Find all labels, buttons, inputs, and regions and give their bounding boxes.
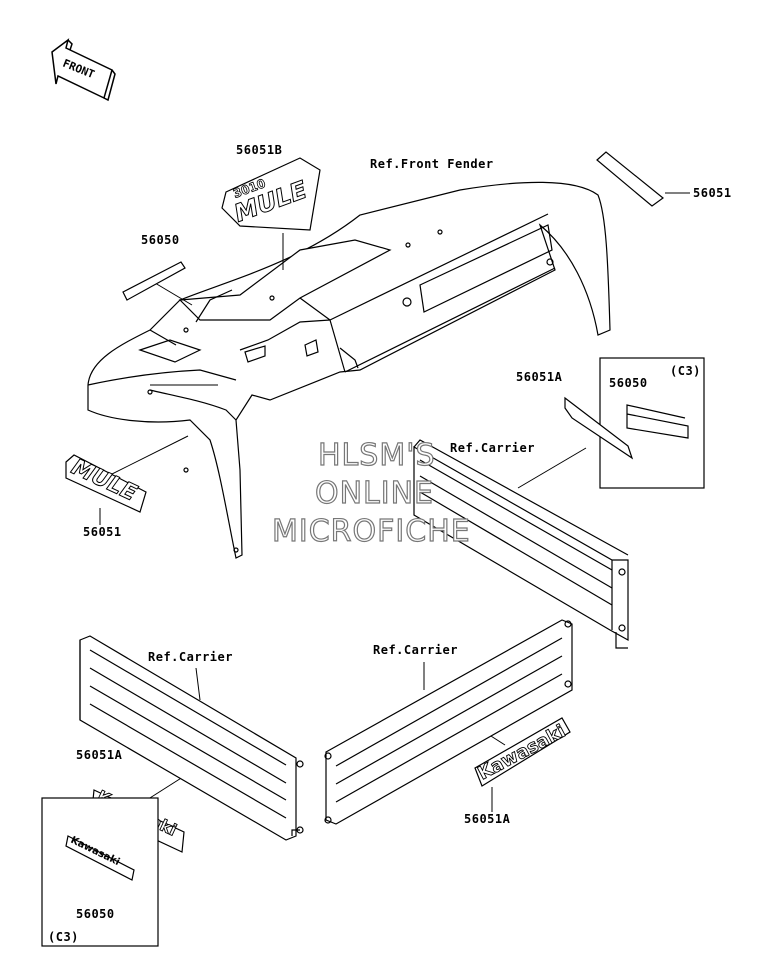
label-56051-top: 56051 <box>693 186 732 200</box>
label-56051b: 56051B <box>236 143 283 157</box>
label-56051a-bottom-right: 56051A <box>464 812 511 826</box>
carrier-left <box>79 635 304 841</box>
sticker-56051-top <box>596 151 664 207</box>
label-56051a-left: 56051A <box>76 748 123 762</box>
label-56051-left: 56051 <box>83 525 122 539</box>
carrier-middle <box>413 439 629 649</box>
watermark-line1: HLSM'S <box>317 437 436 473</box>
c3-box-left: Kawasaki <box>41 797 159 947</box>
front-fender <box>87 181 611 559</box>
c3-box-right <box>599 357 705 489</box>
label-c3-right: (C3) <box>670 364 701 378</box>
label-56050-c3-right: 56050 <box>609 376 648 390</box>
watermark-line2: ONLINE <box>314 475 435 511</box>
label-56051a-right: 56051A <box>516 370 563 384</box>
carrier-right <box>324 619 573 825</box>
watermark-line3: MICROFICHE <box>271 513 471 549</box>
label-c3-left: (C3) <box>48 930 79 944</box>
label-ref-carrier-mid: Ref.Carrier <box>450 441 535 455</box>
label-ref-carrier-right: Ref.Carrier <box>373 643 458 657</box>
mule-decal-large-text: MULE <box>67 455 140 507</box>
label-56050-c3-left: 56050 <box>76 907 115 921</box>
mule-decal-top: MULE 3010 <box>221 157 321 231</box>
sticker-56050-upper <box>122 261 186 301</box>
sticker-56051a-right <box>564 396 634 460</box>
label-56050-upper: 56050 <box>141 233 180 247</box>
label-ref-front-fender: Ref.Front Fender <box>370 157 494 171</box>
label-ref-carrier-left: Ref.Carrier <box>148 650 233 664</box>
front-arrow-icon: FRONT <box>51 38 116 102</box>
